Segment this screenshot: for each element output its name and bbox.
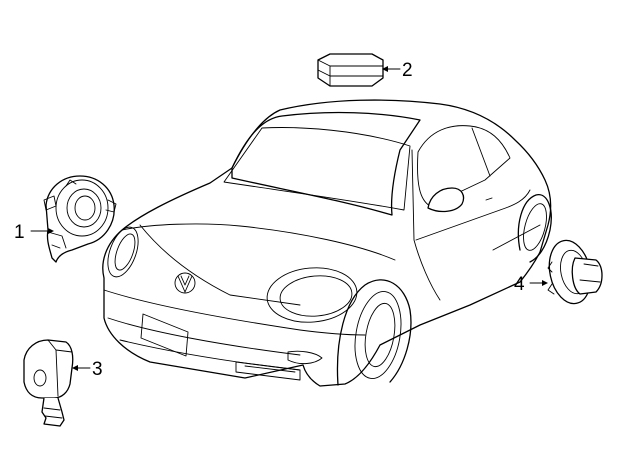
callout-2: 2 [382,60,413,81]
callout-2-label: 2 [402,60,413,81]
callout-3: 3 [72,359,103,380]
part-4-horn [547,239,603,305]
car-illustration [102,99,552,387]
part-2-module-box [317,53,384,87]
callout-3-label: 3 [92,359,103,380]
callout-1-label: 1 [14,222,25,243]
callout-1: 1 [14,222,54,243]
part-1-clock-spring [43,175,117,263]
callout-4: 4 [514,274,548,295]
callout-4-label: 4 [514,274,525,295]
part-3-sensor [23,339,74,427]
